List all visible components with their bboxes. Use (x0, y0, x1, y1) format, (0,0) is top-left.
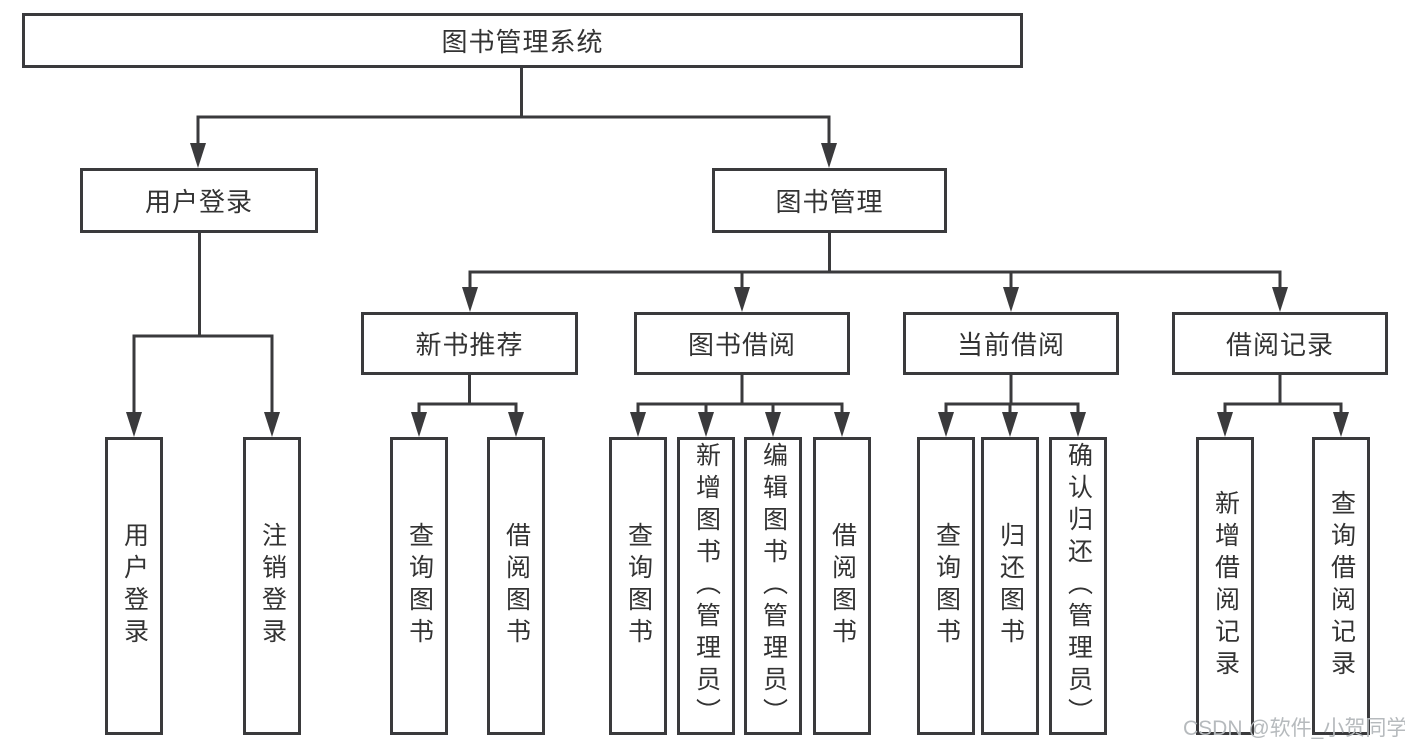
node-leaf-borrow-books-2: 借阅图书 (813, 437, 871, 735)
node-book-borrowing: 图书借阅 (634, 312, 850, 375)
node-borrow-records: 借阅记录 (1172, 312, 1388, 375)
watermark-text: CSDN @软件_小贺同学 (1183, 717, 1405, 740)
node-leaf-user-login: 用户登录 (105, 437, 163, 735)
node-leaf-confirm-return-admin: 确认归还（管理员） (1049, 437, 1107, 735)
node-leaf-query-books-2: 查询图书 (609, 437, 667, 735)
node-leaf-add-borrow-record: 新增借阅记录 (1196, 437, 1254, 735)
node-leaf-query-borrow-record: 查询借阅记录 (1312, 437, 1370, 735)
node-leaf-logout: 注销登录 (243, 437, 301, 735)
node-library-management-system: 图书管理系统 (22, 13, 1023, 68)
node-book-management: 图书管理 (712, 168, 947, 233)
node-leaf-query-books-3: 查询图书 (917, 437, 975, 735)
node-leaf-edit-books-admin: 编辑图书（管理员） (744, 437, 802, 735)
node-leaf-return-books: 归还图书 (981, 437, 1039, 735)
node-leaf-add-books-admin: 新增图书（管理员） (677, 437, 735, 735)
node-leaf-query-books-1: 查询图书 (390, 437, 448, 735)
node-leaf-borrow-books-1: 借阅图书 (487, 437, 545, 735)
node-user-login: 用户登录 (80, 168, 318, 233)
node-current-borrowing: 当前借阅 (903, 312, 1119, 375)
node-new-book-recommend: 新书推荐 (361, 312, 578, 375)
arrowheads (126, 143, 1349, 437)
